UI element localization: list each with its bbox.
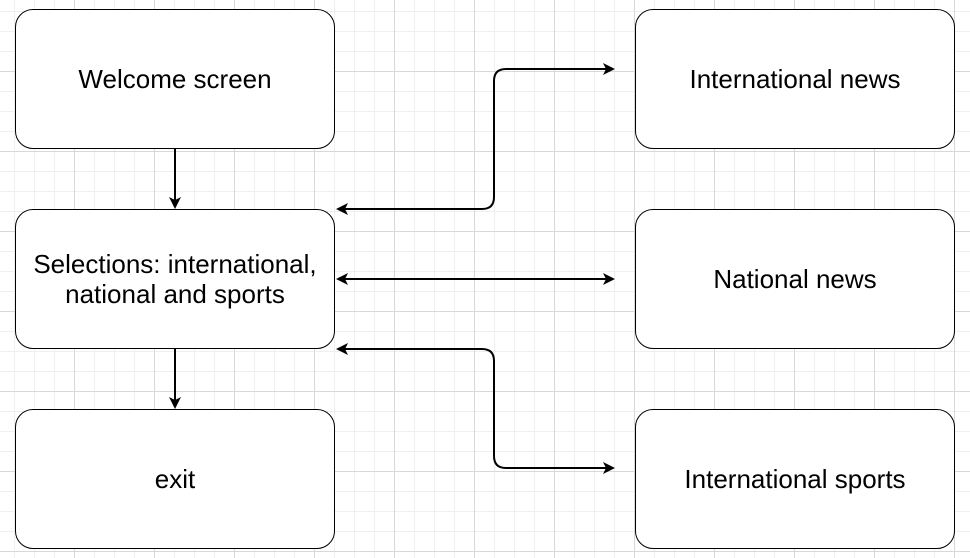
selections-node[interactable]: Selections: international, national and …	[15, 209, 335, 349]
exit-node[interactable]: exit	[15, 409, 335, 549]
international-sports-node[interactable]: International sports	[635, 409, 955, 549]
welcome-screen-node[interactable]: Welcome screen	[15, 9, 335, 149]
selections-label: Selections: international, national and …	[33, 249, 317, 309]
exit-label: exit	[154, 464, 196, 494]
international-news-node[interactable]: International news	[635, 9, 955, 149]
national-news-node[interactable]: National news	[635, 209, 955, 349]
welcome-screen-label: Welcome screen	[78, 64, 272, 94]
edge-selections-international-sports[interactable]	[336, 343, 615, 474]
national-news-label: National news	[713, 264, 877, 294]
edge-selections-international-news[interactable]	[336, 63, 615, 215]
international-sports-label: International sports	[684, 464, 906, 494]
international-news-label: International news	[689, 64, 901, 94]
